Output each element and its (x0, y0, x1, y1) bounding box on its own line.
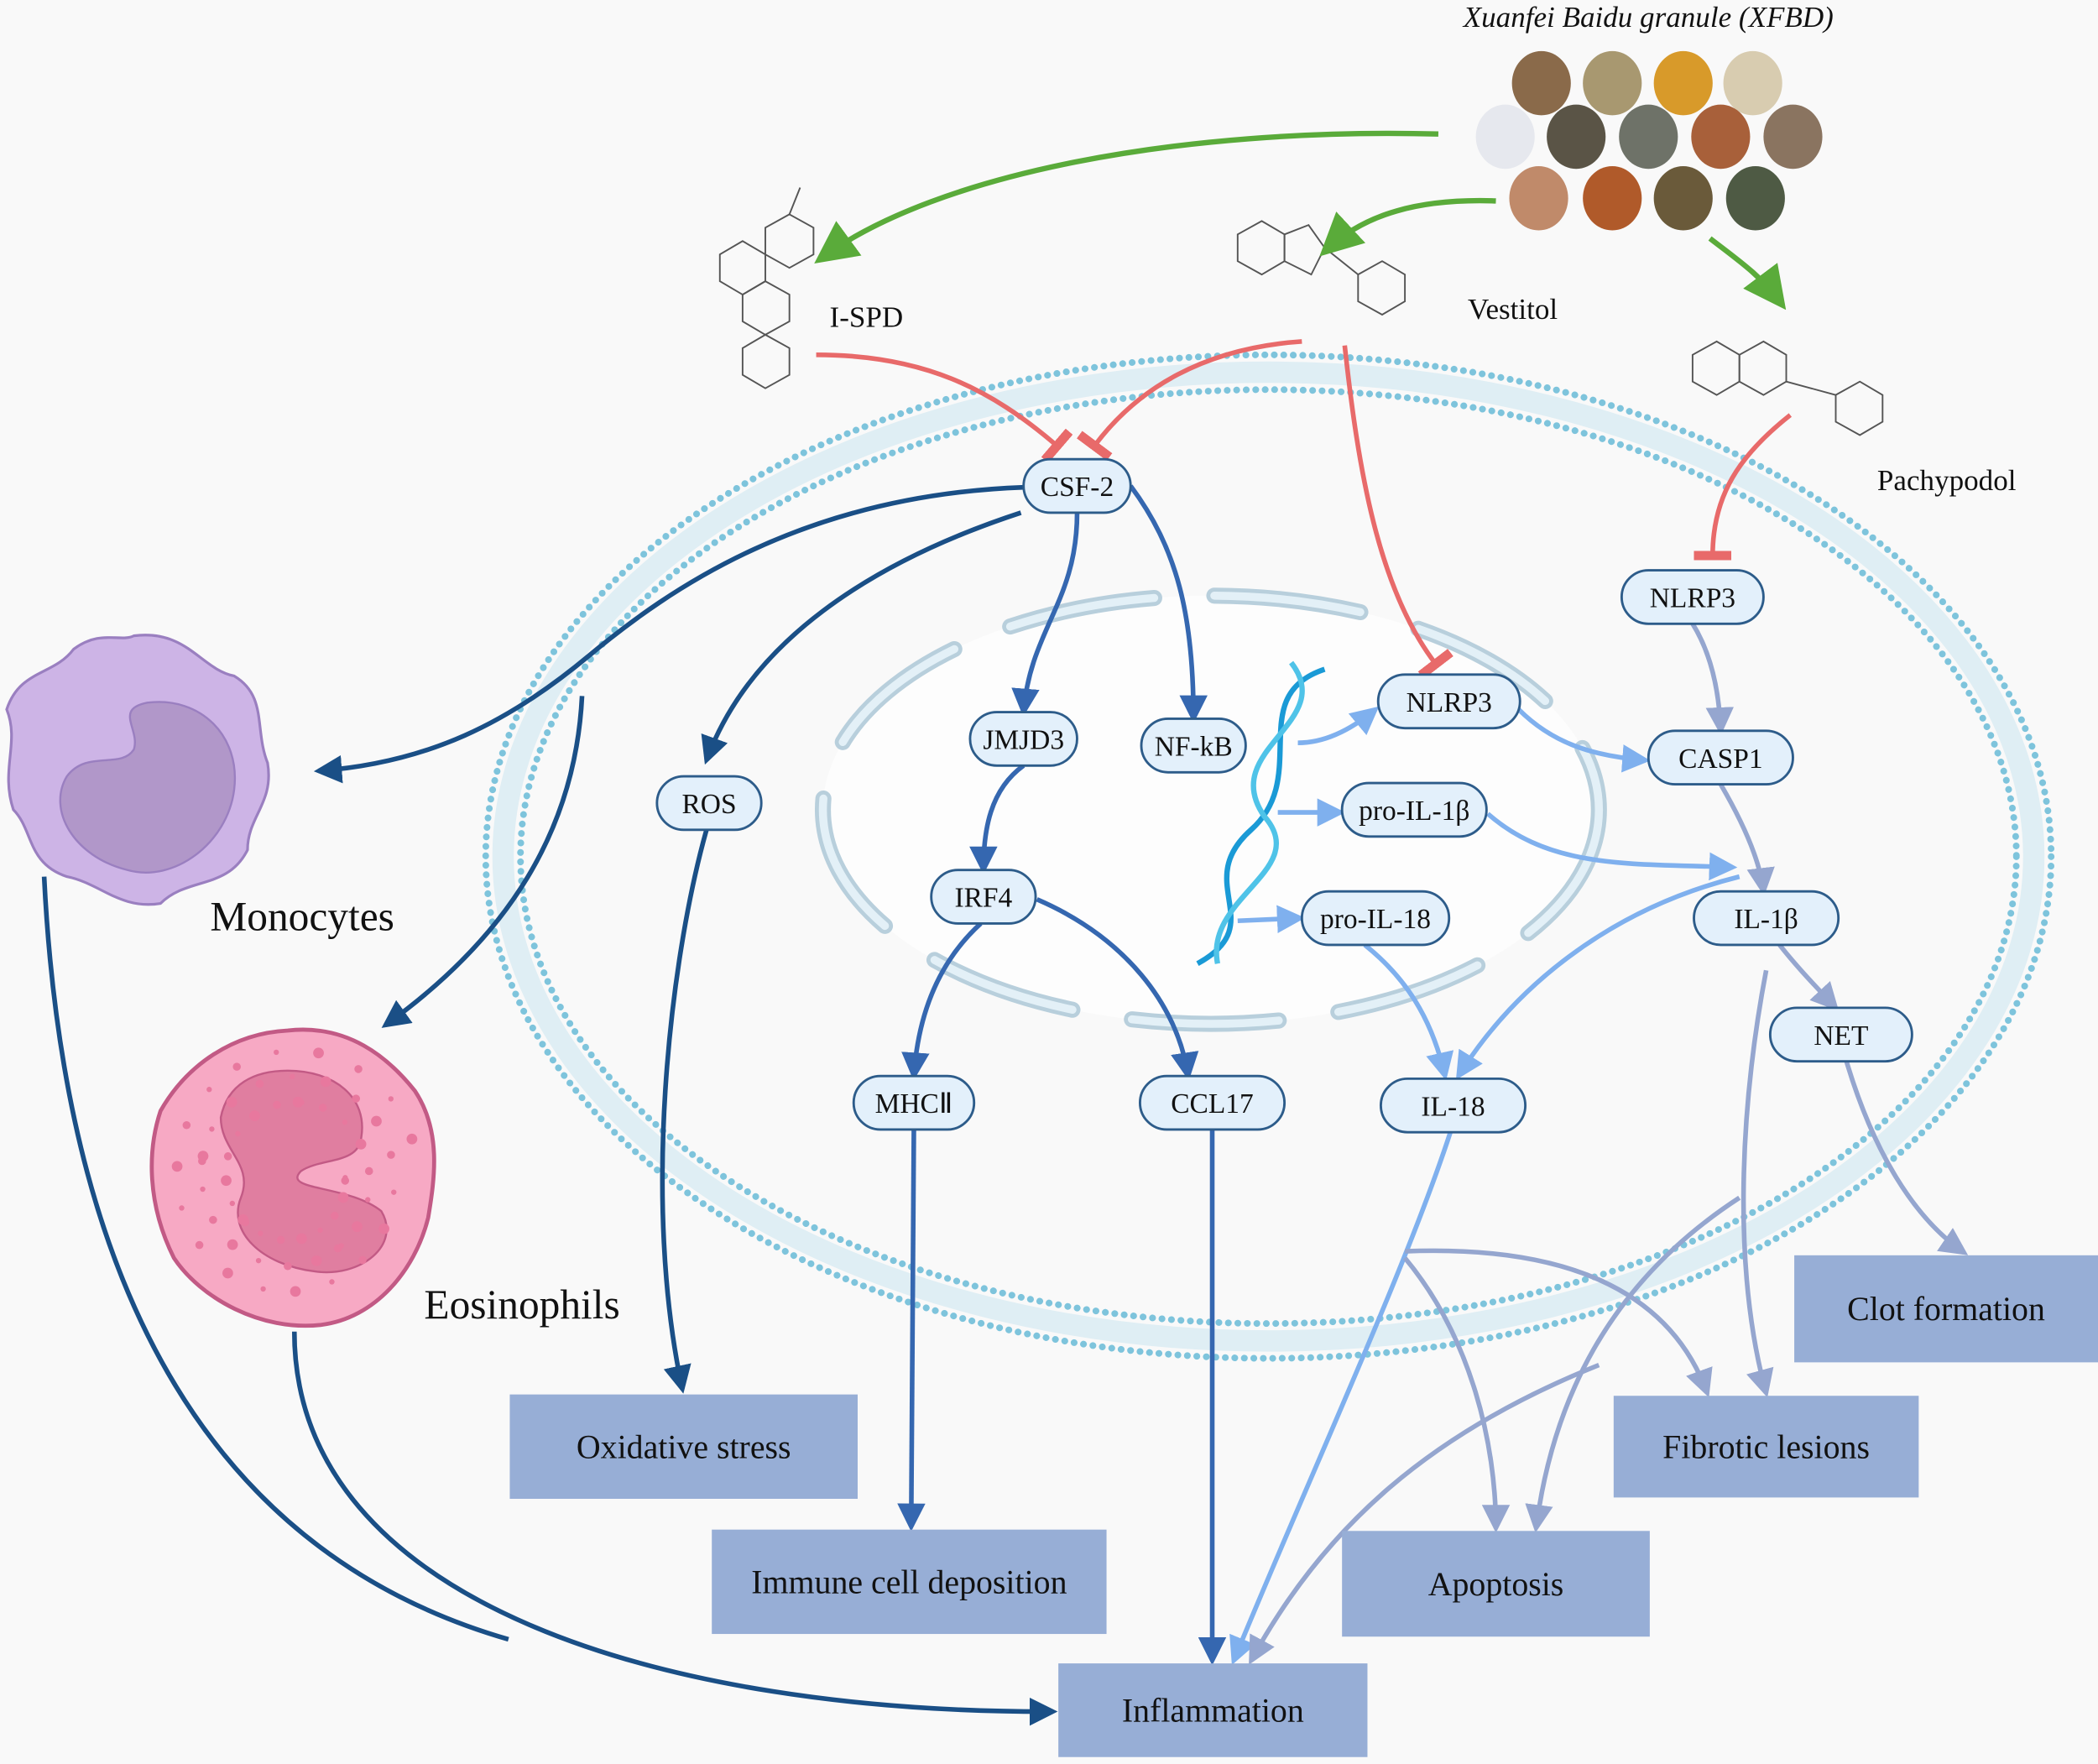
pachypodol-structure-icon (1691, 340, 1884, 436)
arrow-ros-oxidative (660, 829, 709, 1394)
node-mhc2: MHCⅡ (852, 1074, 976, 1131)
outcome-apoptosis: Apoptosis (1342, 1531, 1650, 1637)
outcome-label: Oxidative stress (577, 1427, 791, 1465)
node-proil18: pro-IL-18 (1300, 890, 1451, 947)
inhibit-pachypodol-nlrp3 (1694, 413, 1793, 561)
node-nlrp3_in: NLRP3 (1376, 673, 1521, 730)
herb-images (1475, 50, 1823, 231)
node-label: IL-1β (1734, 904, 1798, 935)
node-label: CASP1 (1678, 744, 1762, 775)
arrow-monocytes-inflammation (41, 876, 509, 1642)
herb-icon (1653, 50, 1713, 116)
grey-blue-arrows (1249, 622, 1969, 1665)
node-ccl17: CCL17 (1138, 1074, 1286, 1131)
node-irf4: IRF4 (930, 869, 1037, 925)
xfbd-title: Xuanfei Baidu granule (XFBD) (1462, 1, 1834, 34)
outcome-label: Inflammation (1122, 1691, 1304, 1729)
herb-icon (1475, 104, 1535, 170)
outcome-label: Clot formation (1847, 1290, 2045, 1328)
herb-icon (1691, 104, 1751, 170)
herb-icon (1763, 104, 1823, 170)
node-il18: IL-18 (1379, 1077, 1527, 1134)
dna-icon (1196, 660, 1326, 967)
activation-arrows (814, 130, 1787, 311)
cell-label-eosinophils: Eosinophils (424, 1281, 619, 1328)
compound-label-pachypodol: Pachypodol (1877, 464, 2017, 497)
herb-icon (1653, 166, 1713, 231)
compound-label-ispd: I-SPD (830, 300, 904, 333)
node-nlrp3_out: NLRP3 (1620, 569, 1765, 625)
node-csf2: CSF-2 (1022, 457, 1132, 514)
node-label: NF-kB (1155, 731, 1233, 762)
herb-icon (1725, 166, 1785, 231)
arrow-csf2-monocytes (313, 484, 1024, 784)
node-label: pro-IL-18 (1320, 904, 1431, 935)
herb-icon (1583, 166, 1642, 231)
node-label: NLRP3 (1406, 687, 1492, 718)
herb-icon (1509, 166, 1568, 231)
eosinophil-cell-icon (149, 1027, 436, 1328)
node-proil1b: pro-IL-1β (1340, 781, 1488, 838)
herb-icon (1619, 104, 1678, 170)
herb-icon (1583, 50, 1642, 116)
arrow-eosinophils-inflammation (291, 1331, 1058, 1726)
arrow-irf4-ccl17 (1036, 897, 1199, 1081)
node-label: ROS (681, 789, 736, 820)
node-label: JMJD3 (983, 724, 1064, 755)
node-ros: ROS (655, 775, 763, 832)
inhibit-vestitol-csf2 (1076, 339, 1302, 462)
arrow-csf2-eosinophils (381, 696, 585, 1028)
outcome-label: Fibrotic lesions (1662, 1427, 1870, 1465)
arrow-jmjd3-irf4 (969, 764, 1026, 875)
cell-label-monocytes: Monocytes (210, 893, 394, 939)
inhibition-lines (816, 339, 1793, 680)
outcome-fibrotic: Fibrotic lesions (1613, 1396, 1919, 1498)
outcome-clot: Clot formation (1794, 1255, 2098, 1363)
light-blue-arrows (1229, 706, 1741, 1666)
node-label: NLRP3 (1650, 582, 1735, 613)
vestitol-structure-icon (1236, 220, 1406, 316)
herb-icon (1547, 104, 1606, 170)
mid-blue-arrows (897, 484, 1227, 1666)
node-label: IL-18 (1421, 1091, 1485, 1122)
inhibit-vestitol-nlrp3 (1342, 345, 1453, 680)
arrow-csf2-jmjd3 (1011, 512, 1080, 718)
monocyte-cell-icon (5, 634, 270, 906)
node-label: CCL17 (1171, 1088, 1254, 1119)
outcome-inflammation: Inflammation (1058, 1663, 1368, 1757)
dark-blue-arrows (41, 484, 1058, 1726)
node-label: NET (1814, 1020, 1868, 1052)
node-il1b: IL-1β (1693, 890, 1840, 947)
node-label: CSF-2 (1041, 472, 1114, 503)
node-nfkb: NF-kB (1140, 718, 1247, 774)
arrow-csf2-ros (701, 510, 1022, 765)
node-net: NET (1768, 1006, 1913, 1063)
node-label: MHCⅡ (875, 1088, 953, 1119)
inhibit-ispd-csf2 (816, 352, 1073, 463)
compound-label-vestitol: Vestitol (1468, 293, 1558, 326)
arrow-xfbd-to-ispd (814, 130, 1439, 264)
node-label: IRF4 (954, 883, 1012, 914)
ispd-structure-icon (718, 187, 815, 389)
arrow-irf4-mhc2 (901, 921, 983, 1081)
arrow-xfbd-to-pachypodol (1708, 236, 1787, 311)
arrow-xfbd-to-vestitol (1319, 197, 1496, 257)
outcome-label: Immune cell deposition (751, 1563, 1067, 1600)
arrow-csf2-nfkb (1129, 484, 1208, 724)
node-jmjd3: JMJD3 (968, 711, 1078, 767)
outcome-oxidative: Oxidative stress (509, 1394, 859, 1500)
herb-icon (1723, 50, 1782, 116)
cell-membrane (482, 351, 2055, 1362)
node-label: pro-IL-1β (1359, 796, 1469, 827)
outcome-immune: Immune cell deposition (712, 1529, 1107, 1635)
node-casp1: CASP1 (1647, 729, 1794, 786)
herb-icon (1511, 50, 1571, 116)
outcome-label: Apoptosis (1428, 1565, 1564, 1603)
arrow-mhc2-immune (897, 1129, 926, 1532)
